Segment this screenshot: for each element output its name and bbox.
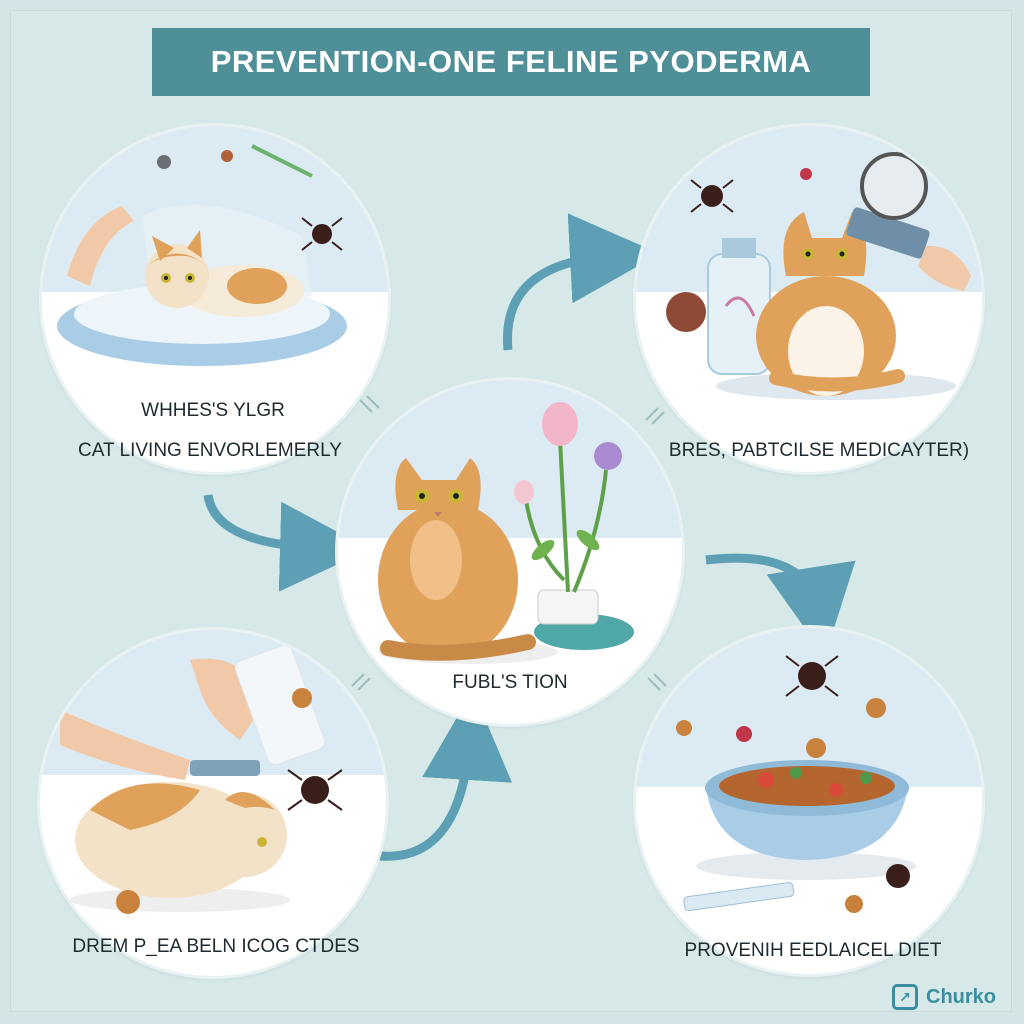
- step-label-text: FUBL'S TION: [452, 672, 568, 693]
- step-label-line1: WHHES'S YLGR: [141, 400, 285, 421]
- cat-grooming-illustration: [60, 644, 343, 914]
- title-banner: PREVENTION-ONE FELINE PYODERMA: [152, 28, 870, 96]
- cat-bed-illustration: [57, 144, 347, 366]
- step-label-center: FUBL'S TION: [420, 672, 600, 694]
- food-bowl-illustration: [676, 655, 916, 913]
- cat-medication-illustration: [666, 152, 971, 400]
- step-label-flea-control: DREM P_EA BELN ICOG CTDES: [36, 936, 396, 958]
- cat-plant-illustration: [378, 402, 634, 664]
- brand-logo: ↗ Churko: [892, 984, 996, 1010]
- step-circle-flea-control: [40, 630, 386, 976]
- step-label-living-environment: WHHES'S YLGR: [128, 400, 298, 422]
- step-circle-center: [338, 380, 682, 724]
- step-circle-diet: [636, 628, 982, 974]
- step-label-text: DREM P_EA BELN ICOG CTDES: [72, 936, 360, 957]
- tick-icon: [690, 179, 734, 213]
- step-circle-medication: [636, 126, 982, 472]
- step-label-medication: BRES, PABTCILSE MEDICAYTER): [644, 440, 994, 462]
- mite-icon: [785, 655, 839, 697]
- step-circle-living-environment: [42, 126, 388, 472]
- logo-mark-icon: ↗: [892, 984, 918, 1010]
- step-label-diet: PROVENIH EEDLAICEL DIET: [640, 940, 986, 962]
- logo-text: Churko: [926, 985, 996, 1008]
- page-title: PREVENTION-ONE FELINE PYODERMA: [210, 44, 812, 79]
- step-label-text: PROVENIH EEDLAICEL DIET: [684, 940, 942, 961]
- step-label-living-environment-2: CAT LIVING ENVORLEMERLY: [40, 440, 380, 462]
- mite-icon: [301, 217, 343, 251]
- step-label-text: BRES, PABTCILSE MEDICAYTER): [668, 440, 970, 461]
- flea-icon: [287, 769, 343, 811]
- step-label-line2: CAT LIVING ENVORLEMERLY: [78, 440, 342, 461]
